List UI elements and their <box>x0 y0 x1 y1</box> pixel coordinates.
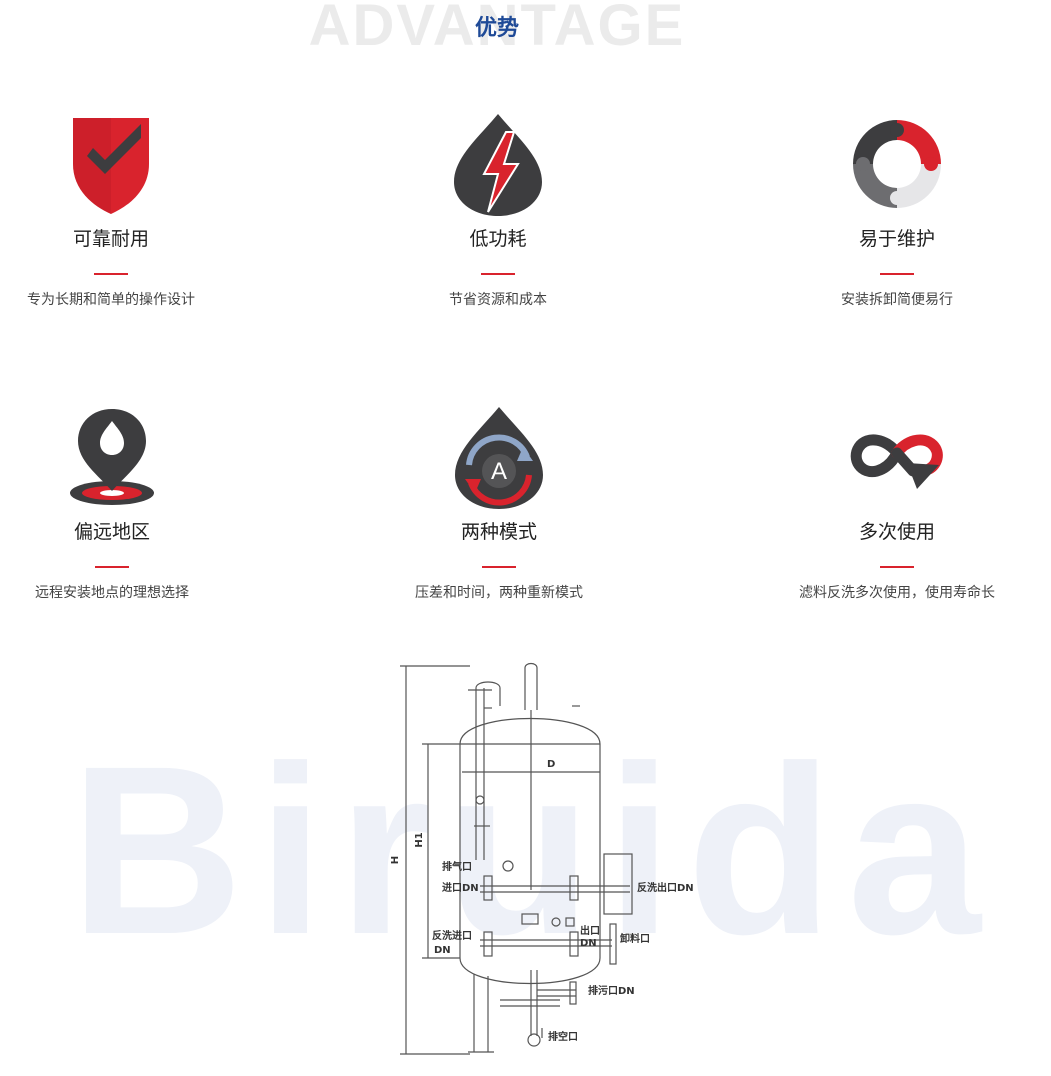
feature-desc: 远程安装地点的理想选择 <box>35 585 189 601</box>
accent-divider <box>95 566 129 568</box>
feature-card-maintenance: 易于维护 安装拆卸简便易行 <box>747 112 1047 309</box>
backwash-inlet-label: 反洗进口 <box>432 929 472 942</box>
drain-label: 排污口DN <box>588 984 635 997</box>
mode-cycle-icon: A <box>455 407 543 509</box>
svg-text:A: A <box>491 458 507 485</box>
feature-title: 两种模式 <box>460 521 537 543</box>
outlet-label: 出口 <box>580 924 600 937</box>
feature-desc: 压差和时间，两种重新模式 <box>415 585 583 601</box>
header-background-text: ADVANTAGE <box>308 0 686 58</box>
feature-card-remote: 偏远地区 远程安装地点的理想选择 <box>0 405 262 602</box>
feature-title: 可靠耐用 <box>72 228 149 250</box>
feature-title: 低功耗 <box>469 228 527 250</box>
accent-divider <box>94 273 128 275</box>
feature-card-low-power: 低功耗 节省资源和成本 <box>348 112 648 309</box>
empty-label: 排空口 <box>548 1030 578 1043</box>
feature-card-reuse: 多次使用 滤料反洗多次使用，使用寿命长 <box>747 405 1047 602</box>
feature-card-durable: 可靠耐用 专为长期和简单的操作设计 <box>0 112 261 309</box>
accent-divider <box>481 273 515 275</box>
advantage-header: ADVANTAGE 优势 <box>0 0 1051 60</box>
location-pin-icon <box>70 409 154 505</box>
backwash-inlet-dn-label: DN <box>434 945 451 956</box>
accent-divider <box>880 273 914 275</box>
brand-watermark: Biruida <box>70 716 995 984</box>
shield-check-icon <box>73 118 149 214</box>
unload-label: 卸料口 <box>620 932 650 945</box>
feature-desc: 安装拆卸简便易行 <box>841 292 953 308</box>
vent-label: 排气口 <box>442 860 472 873</box>
feature-title: 易于维护 <box>858 228 935 250</box>
feature-desc: 滤料反洗多次使用，使用寿命长 <box>799 585 995 601</box>
backwash-outlet-label: 反洗出口DN <box>637 881 694 894</box>
dim-d-label: D <box>547 759 555 770</box>
feature-card-two-modes: A 两种模式 压差和时间，两种重新模式 <box>349 405 649 602</box>
tank-drawing: H H1 D 排气口 进口DN 反洗出口DN 反洗进口 DN 出口 DN 卸料口… <box>390 662 694 1055</box>
feature-title: 多次使用 <box>858 521 935 543</box>
feature-title: 偏远地区 <box>73 521 150 543</box>
section-title: 优势 <box>474 16 519 41</box>
dim-h1-label: H1 <box>414 832 425 847</box>
inlet-label: 进口DN <box>442 881 479 894</box>
feature-desc: 节省资源和成本 <box>449 292 547 308</box>
outlet-dn-label: DN <box>580 938 597 949</box>
accent-divider <box>482 566 516 568</box>
feature-desc: 专为长期和简单的操作设计 <box>27 292 195 308</box>
lightning-drop-icon <box>454 114 542 216</box>
puzzle-ring-icon <box>853 120 941 208</box>
dim-h-label: H <box>390 856 401 864</box>
infinity-arrow-icon <box>850 434 943 489</box>
accent-divider <box>880 566 914 568</box>
filter-tank-diagram: Biruida <box>0 640 1051 1076</box>
